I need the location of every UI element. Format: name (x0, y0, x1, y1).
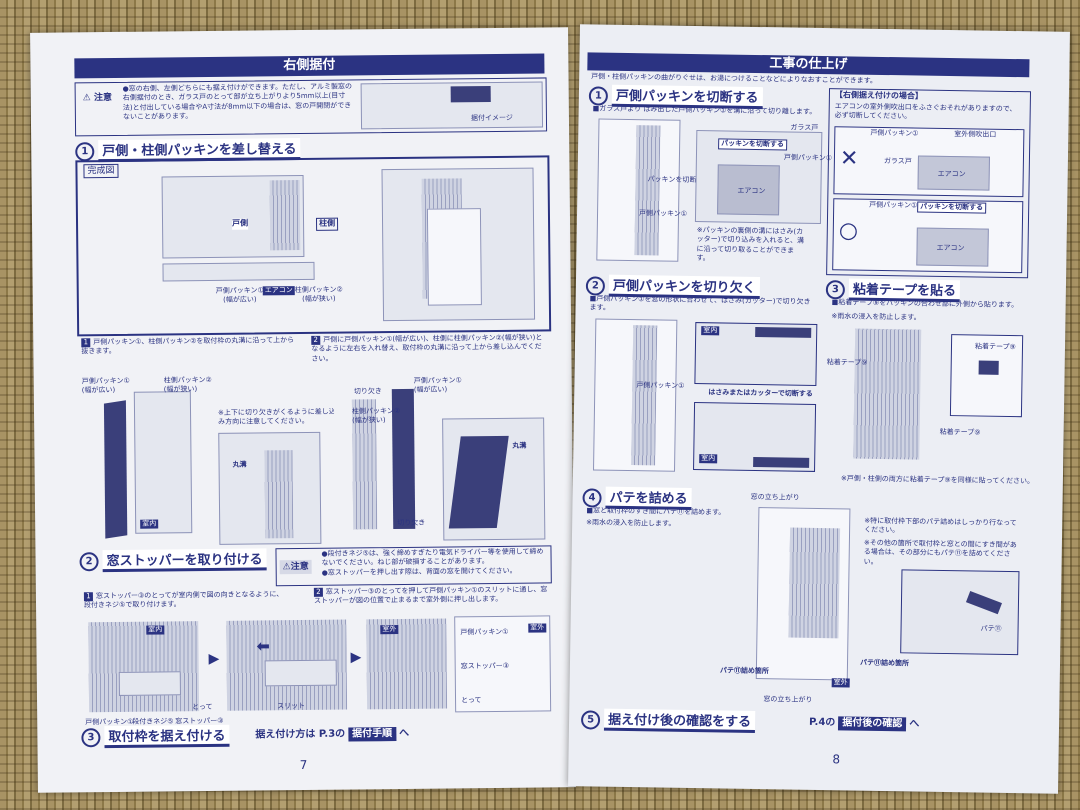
warning-icon: ⚠ (282, 562, 291, 573)
section-3-reference: 据え付け方は P.3の据付手順へ (255, 727, 410, 742)
r-section-1-text: ■ガラス戸より はみ出した戸側パッキン①を溝に沿って切り離します。 (592, 104, 817, 116)
manual-page-7: 右側据付 ⚠ 注意 ●窓の右側、左側どちらにも据え付けができます。ただし、アルミ… (30, 27, 576, 793)
tape-overview-illustration (853, 328, 922, 460)
caution-text: ●窓の右側、左側どちらにも据え付けができます。ただし、アルミ製窓の右側据付のとき… (122, 82, 353, 122)
aircon-label: エアコン (262, 286, 295, 296)
page-number: 7 (299, 757, 308, 773)
push-left-arrow-icon: ⬅ (256, 636, 270, 656)
r-section-5-title: 据え付け後の確認をする (603, 708, 756, 734)
r-section-4-text: ■窓と取付枠のすき間にパテ⑪を詰めます。 (586, 506, 726, 517)
warning-icon: ⚠ (82, 93, 91, 104)
r-section-5-reference: P.4の据付後の確認へ (808, 716, 920, 731)
right-case-title: 【右側据え付けの場合】 (834, 90, 923, 101)
manual-page-8: 工事の仕上げ 戸側・柱側パッキンの曲がりぐせは、お湯につけることなどによりなおす… (568, 24, 1070, 794)
section-2-title: 窓ストッパーを取り付ける (102, 548, 267, 573)
notch-note: ※上下に切り欠きがくるように差し込み方向に注意してください。 (217, 407, 336, 427)
frame-strip-illustration (162, 261, 315, 282)
r-section-4-note: ※雨水の浸入を防止します。 (586, 518, 676, 528)
caution-label: 注意 (93, 92, 113, 104)
step-number: 4 (582, 487, 602, 508)
r-section-5-heading: 5 据え付け後の確認をする (580, 708, 756, 734)
r-section-3-text: ■粘着テープ⑨をパッキンの合わせ部に外側から貼ります。 (831, 298, 1019, 310)
step-number: 1 (75, 141, 95, 161)
section-2-heading: 2 窓ストッパーを取り付ける (79, 548, 267, 573)
step-number: 1 (588, 85, 609, 106)
circle-mark-icon: ○ (838, 218, 859, 244)
page-number: 8 (832, 752, 841, 767)
step-number: 3 (81, 727, 101, 747)
r-section-4-note3: ※その他の箇所で取付枠と窓との間にすき間がある場合は、その部分にもパテ⑪を詰めて… (863, 538, 1017, 566)
packing-insert-illustration (333, 378, 436, 540)
after-install-check-chip: 据付後の確認 (838, 716, 907, 731)
right-case-text: エアコンの室外側吹出口をふさぐおそれがありますので、必ず切断してください。 (834, 102, 1017, 121)
stopper-step-c-illustration (366, 618, 448, 710)
indoor-tag: 室内 (140, 519, 159, 530)
r-section-3-note: ※雨水の浸入を防止します。 (831, 312, 921, 322)
procedure-chip: 据付手順 (348, 727, 397, 742)
next-step-arrow-icon: ▶ (208, 650, 220, 668)
section-3-heading: 3 取付枠を据え付ける (81, 724, 230, 749)
packing1-label: 戸側パッキン① (幅が広い) (215, 286, 264, 305)
step-number: 2 (585, 275, 606, 296)
section-3-title: 取付枠を据え付ける (104, 724, 230, 749)
r-section-3-foot: ※戸側・柱側の両方に粘着テープ⑨を同様に貼ってください。 (840, 474, 1035, 486)
page-title: 右側据付 (74, 53, 545, 79)
door-side-label: 戸側 (231, 218, 249, 230)
mount-image-label: 据付イメージ (470, 113, 513, 123)
r-section-2-text: ■戸側パッキン①を窓の形状に合わせて、はさみ(カッター)で切り欠きます。 (589, 294, 811, 313)
complete-label: 完成図 (83, 163, 119, 179)
putty-detail-illustration (900, 569, 1020, 656)
r-section-1-note: ※パッキンの裏側の溝にはさみ(カッター)で切り込みを入れると、溝に沿って切り取る… (696, 226, 805, 263)
packing2-label: 柱側パッキン② (幅が狭い) (294, 285, 343, 304)
pillar-side-label: 柱側 (315, 217, 339, 231)
step-number: 3 (825, 279, 846, 299)
step-number: 5 (580, 709, 601, 730)
stopper-step-a-illustration (88, 621, 200, 713)
step-number: 2 (79, 551, 99, 571)
cross-mark-icon: ✕ (839, 146, 859, 172)
section-2-caution-text: ●段付きネジ⑤は、強く締めすぎたり電気ドライバー等を使用して締めないでください。… (321, 547, 544, 577)
r-section-4-note2: ※特に取付枠下部のパテ詰めはしっかり行なってください。 (864, 516, 1017, 535)
next-step-arrow-icon: ▶ (350, 649, 362, 666)
